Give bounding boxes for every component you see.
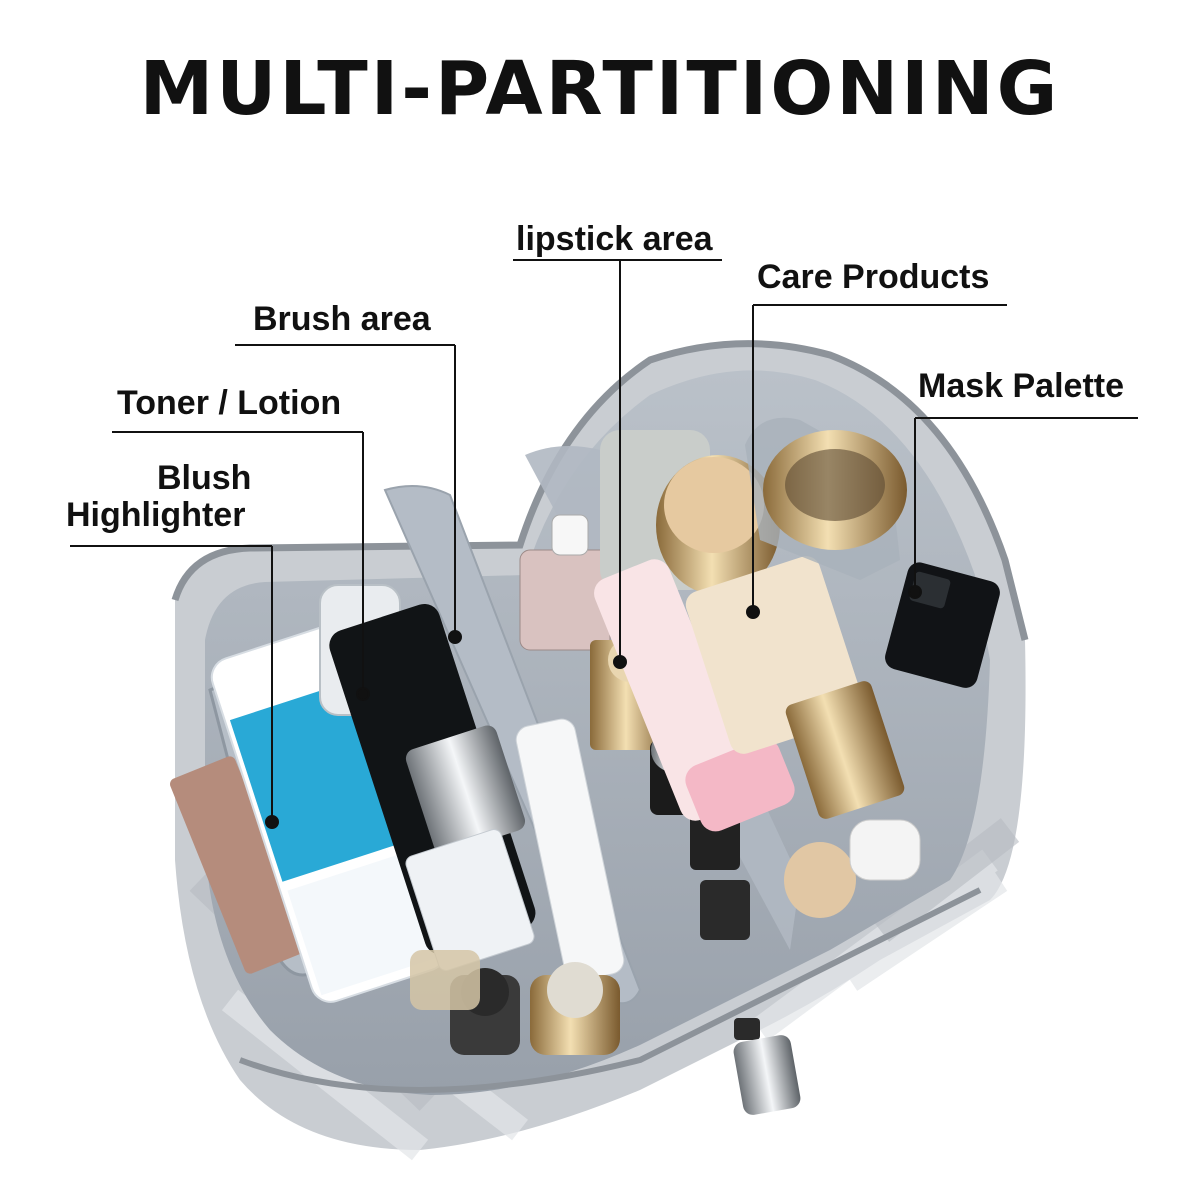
- callout-lines: [70, 259, 1138, 829]
- page-title: MULTI-PARTITIONING: [139, 46, 1061, 132]
- label-highlighter: Highlighter: [66, 496, 246, 534]
- label-toner-lotion: Toner / Lotion: [117, 384, 342, 422]
- care-products: [594, 430, 921, 918]
- label-mask-palette: Mask Palette: [918, 367, 1124, 405]
- label-lipstick-area: lipstick area: [516, 220, 713, 258]
- zipper: [171, 340, 1029, 641]
- zipper-pull: [733, 1018, 801, 1115]
- blush-compact: [170, 756, 310, 974]
- brush-area-bottles: [319, 584, 625, 982]
- label-brush-area: Brush area: [253, 300, 431, 338]
- label-blush: Blush: [157, 459, 252, 497]
- label-care-products: Care Products: [757, 258, 990, 296]
- bottom-items: [410, 950, 620, 1055]
